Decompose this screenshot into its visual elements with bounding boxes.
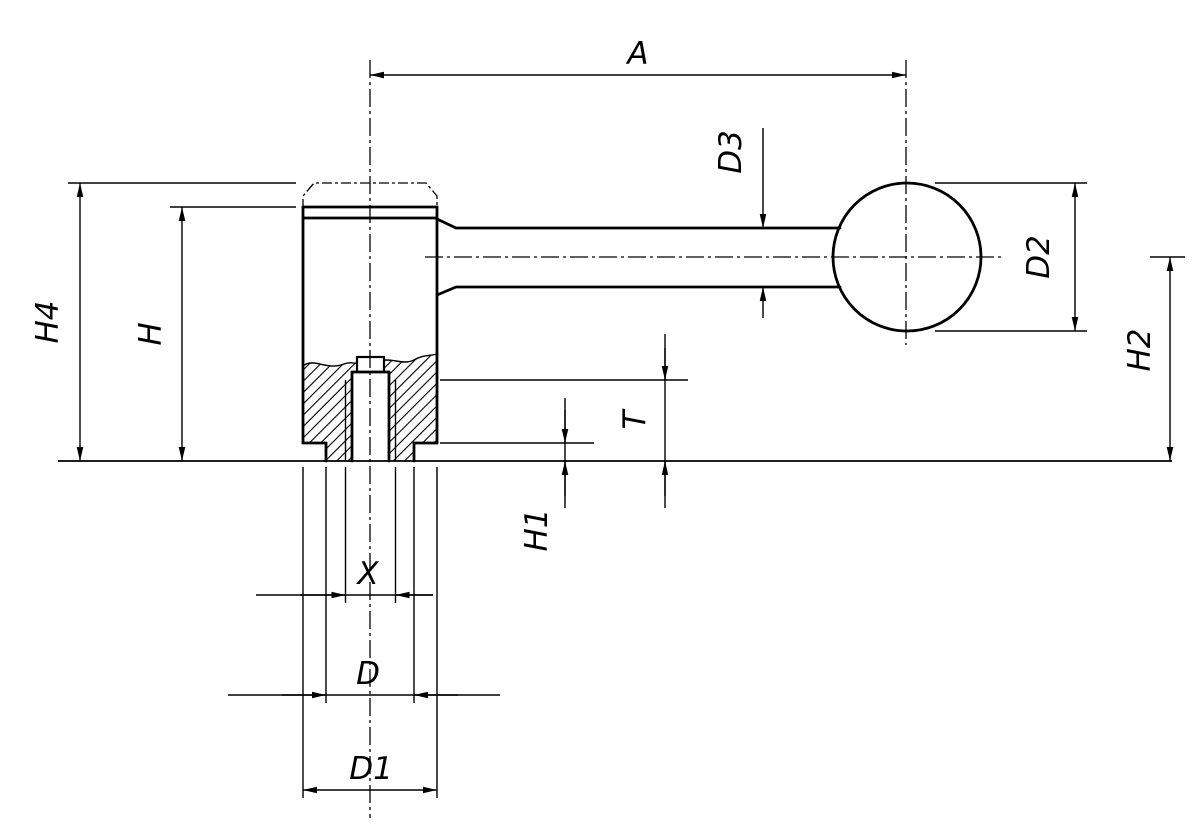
dimension-label-d3: D3 [713, 130, 749, 174]
dimension-t: T [617, 334, 669, 508]
phantom-outline [302, 182, 438, 209]
dimension-label-d1: D1 [349, 751, 393, 787]
centerlines [369, 60, 1002, 818]
hub-body [301, 205, 439, 463]
dimension-x: X [256, 556, 433, 599]
dimension-label-h: H [133, 322, 169, 345]
lever-arm [435, 217, 842, 297]
dimension-h2: H2 [1122, 257, 1174, 461]
dimension-label-h1: H1 [519, 508, 555, 551]
dimension-a: A [370, 36, 906, 79]
dimension-h4: H4 [30, 183, 84, 461]
dimension-label-d2: D2 [1021, 235, 1057, 279]
dimension-h: H [133, 207, 186, 461]
dimension-d2: D2 [1021, 183, 1079, 331]
dimension-label-t: T [617, 408, 653, 429]
dimension-d: D [228, 656, 500, 699]
dimension-h1: H1 [519, 398, 569, 552]
dimension-d3: D3 [713, 128, 767, 318]
dimension-label-a: A [625, 36, 648, 72]
dimension-label-h4: H4 [30, 300, 66, 343]
dimension-label-d: D [356, 656, 380, 692]
extension-lines [68, 182, 1185, 798]
dimension-d1: D1 [303, 751, 437, 794]
dimension-label-x: X [355, 556, 379, 592]
dimension-label-h2: H2 [1122, 328, 1158, 371]
